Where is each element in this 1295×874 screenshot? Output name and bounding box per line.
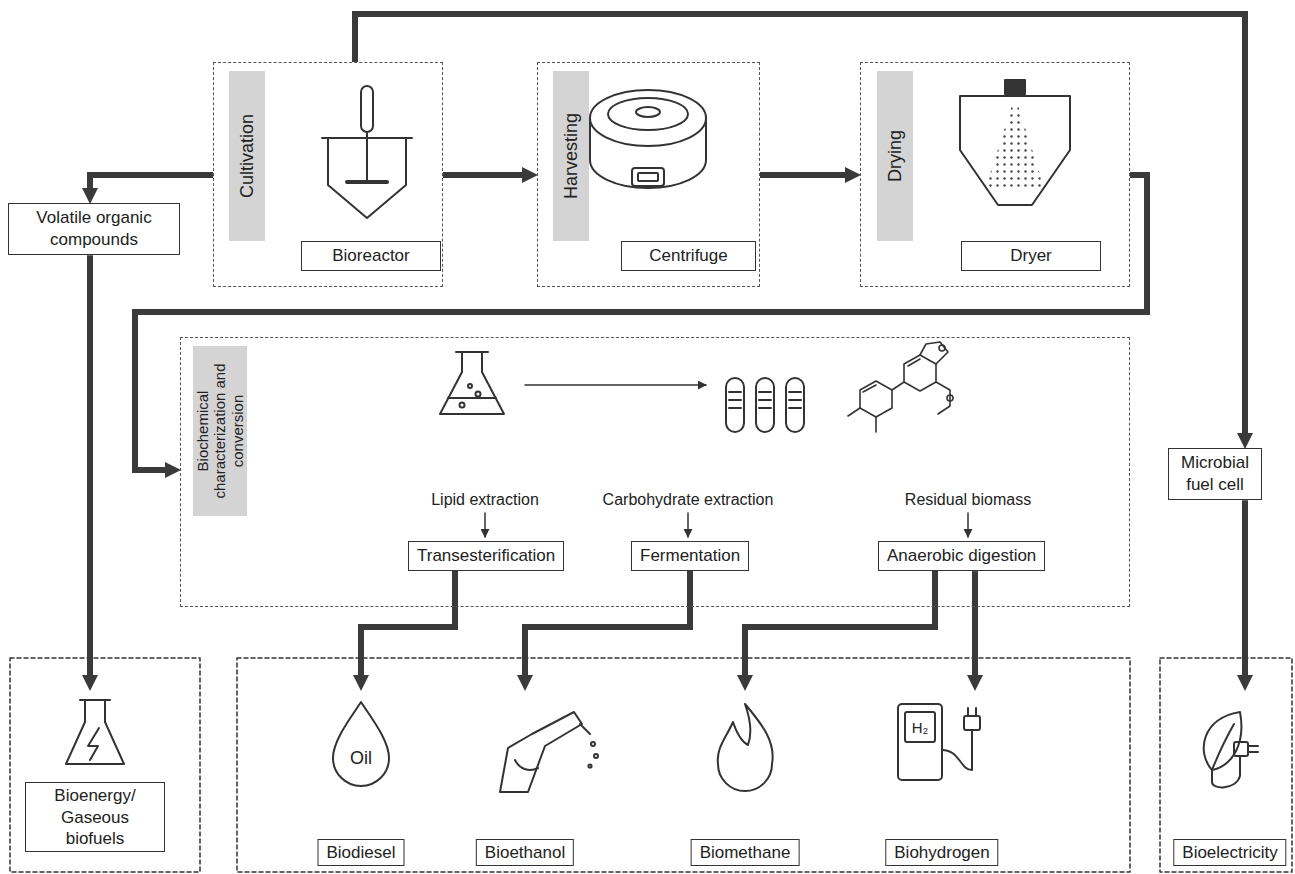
flow-arrow	[525, 571, 690, 675]
annotation-label: H₂	[912, 719, 929, 736]
process-box: Anaerobic digestion	[878, 541, 1045, 571]
flow-arrow	[135, 175, 1147, 470]
hydrogen-charger-icon	[898, 704, 980, 780]
product-label: Biomethane	[700, 842, 791, 863]
centrifuge-icon	[590, 90, 706, 188]
product-label: Bioethanol	[485, 842, 565, 863]
flow-arrow	[90, 175, 213, 188]
process-arrow	[967, 513, 969, 537]
process-box: Transesterification	[408, 541, 564, 571]
product-label-box: Bioenergy/ Gaseous biofuels	[25, 782, 165, 852]
oil-drop-icon	[333, 702, 389, 786]
product-node: Biohydrogen	[872, 690, 1012, 866]
flow-arrow	[87, 255, 93, 675]
product-node: Biodiesel	[301, 690, 421, 866]
process-box: Fermentation	[631, 541, 749, 571]
box-label: Dryer	[970, 245, 1092, 267]
stage-group: CultivationBioreactor	[213, 62, 443, 287]
group-frame	[10, 658, 200, 872]
box-label: Microbial fuel cell	[1177, 452, 1253, 496]
heading-band: Biochemical characterization and convers…	[193, 346, 247, 516]
equipment-box: Centrifuge	[621, 241, 756, 271]
product-label: Biodiesel	[327, 842, 396, 863]
flow-arrow	[443, 172, 522, 178]
box-label: Fermentation	[640, 545, 740, 567]
product-label-box: Bioethanol	[476, 839, 574, 866]
group-heading: Biochemical characterization and convers…	[194, 350, 246, 512]
test-tubes-icon	[726, 378, 804, 432]
bioreactor-icon	[322, 86, 412, 218]
process-arrow	[484, 513, 486, 537]
fuel-nozzle-icon	[500, 712, 598, 792]
group-frame	[237, 658, 1130, 872]
conversion-group: Biochemical characterization and convers…	[180, 337, 1130, 607]
box-label: Transesterification	[417, 545, 555, 567]
molecule-icon	[848, 342, 953, 432]
product-node: Bioelectricity	[1172, 690, 1288, 866]
flow-arrow	[355, 14, 1245, 433]
heading-band: Harvesting	[553, 71, 589, 241]
stage-group: HarvestingCentrifuge	[537, 62, 760, 287]
box-label: Bioreactor	[310, 245, 432, 267]
product-node: Biomethane	[680, 690, 810, 866]
box-label: Centrifuge	[630, 245, 747, 267]
equipment-box: Bioreactor	[301, 241, 441, 271]
product-label: Bioenergy/ Gaseous biofuels	[34, 785, 156, 849]
flask-icon	[440, 352, 504, 414]
process-box: Microbial fuel cell	[1168, 448, 1262, 500]
energy-flask-icon	[66, 700, 124, 764]
group-heading: Cultivation	[237, 75, 258, 237]
product-node: Bioenergy/ Gaseous biofuels	[20, 690, 170, 852]
annotation-label: Oil	[350, 748, 372, 769]
flow-arrow	[1242, 500, 1248, 675]
product-label-box: Biohydrogen	[885, 839, 998, 866]
product-label-box: Biodiesel	[318, 839, 405, 866]
group-heading: Harvesting	[561, 75, 582, 237]
flow-arrow	[760, 172, 845, 178]
product-node: Bioethanol	[460, 690, 590, 866]
process-box: Volatile organic compounds	[8, 203, 180, 255]
annotation-label: Carbohydrate extraction	[603, 491, 774, 509]
flow-arrow	[361, 571, 455, 675]
group-frame	[1160, 658, 1292, 872]
process-arrow	[687, 513, 689, 537]
product-label-box: Bioelectricity	[1173, 839, 1286, 866]
annotation-label: Residual biomass	[905, 491, 1031, 509]
box-label: Volatile organic compounds	[17, 207, 171, 251]
spray-dryer-icon	[960, 80, 1070, 205]
heading-band: Drying	[877, 71, 913, 241]
flame-icon	[718, 704, 773, 791]
group-heading: Drying	[885, 75, 906, 237]
leaf-plug-icon	[1204, 712, 1258, 787]
equipment-box: Dryer	[961, 241, 1101, 271]
heading-band: Cultivation	[229, 71, 265, 241]
annotation-label: Lipid extraction	[431, 491, 539, 509]
product-label: Biohydrogen	[894, 842, 989, 863]
product-label: Bioelectricity	[1182, 842, 1277, 863]
product-label-box: Biomethane	[691, 839, 800, 866]
process-arrow	[525, 384, 706, 386]
box-label: Anaerobic digestion	[887, 545, 1036, 567]
stage-group: DryingDryer	[860, 62, 1130, 287]
flow-arrow	[972, 571, 978, 675]
flow-arrow	[745, 571, 935, 675]
